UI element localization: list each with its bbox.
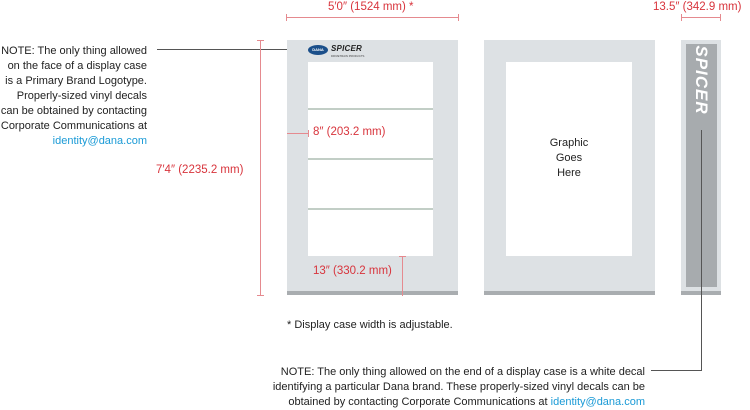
- face-note-line: is a Primary Brand Logotype.: [5, 75, 147, 87]
- graphic-area: [506, 62, 632, 256]
- end-case-brand-decal: SPICER: [692, 45, 711, 115]
- end-note: NOTE: The only thing allowed on the end …: [262, 365, 645, 410]
- end-note-email-link[interactable]: identity@dana.com: [550, 396, 645, 408]
- graphic-line: Here: [557, 167, 581, 179]
- width-footnote: * Display case width is adjustable.: [287, 319, 453, 331]
- width-dimension-tick-left: [286, 14, 287, 21]
- graphic-line: Goes: [555, 152, 583, 164]
- end-note-line: NOTE: The only thing allowed on the end …: [280, 366, 645, 378]
- base-dimension-label: 13″ (330.2 mm): [313, 265, 392, 277]
- shelf-3: [308, 208, 433, 210]
- depth-dimension-line: [681, 17, 721, 18]
- spicer-logo-wordmark: SPICER: [331, 44, 362, 53]
- height-dimension-tick-bottom: [257, 295, 264, 296]
- face-note-line: Properly-sized vinyl decals: [16, 90, 147, 102]
- depth-dimension-tick-right: [720, 14, 721, 21]
- end-note-leader-vertical: [701, 130, 702, 371]
- base-dimension-tick-top: [399, 256, 406, 257]
- shelf-1: [308, 108, 433, 110]
- end-note-line: identifying a particular Dana brand. The…: [272, 381, 645, 393]
- face-note-email-link[interactable]: identity@dana.com: [52, 135, 147, 147]
- spicer-logo: DANA SPICER DRIVETRAIN PRODUCTS: [308, 43, 368, 59]
- shelf-spacing-dimension-line: [287, 133, 308, 134]
- face-note-line: on the face of a display case: [7, 60, 147, 72]
- spicer-logo-tagline: DRIVETRAIN PRODUCTS: [331, 54, 365, 58]
- height-dimension-line: [260, 40, 261, 296]
- shelf-2: [308, 158, 433, 160]
- dana-badge-icon: DANA: [308, 45, 328, 55]
- width-dimension-line: [286, 17, 459, 18]
- face-note-line: NOTE: The only thing allowed: [1, 45, 147, 57]
- face-note-line: can be obtained by contacting: [0, 105, 147, 117]
- front-display-case-base-shadow: [287, 291, 458, 295]
- height-dimension-tick-top: [257, 40, 264, 41]
- width-dimension-tick-right: [458, 14, 459, 21]
- face-note-line: Corporate Communications at: [0, 120, 147, 132]
- shelf-spacing-label: 8″ (203.2 mm): [313, 126, 386, 138]
- face-note: NOTE: The only thing allowed on the face…: [0, 44, 147, 149]
- shelf-spacing-dimension-tick: [308, 130, 309, 137]
- graphic-display-case-base-shadow: [484, 291, 655, 295]
- depth-dimension-tick-left: [681, 14, 682, 21]
- end-note-leader-horizontal: [651, 370, 702, 371]
- end-note-line: obtained by contacting Corporate Communi…: [288, 396, 551, 408]
- base-dimension-line: [402, 256, 403, 296]
- depth-dimension-label: 13.5″ (342.9 mm): [653, 1, 742, 13]
- face-note-leader-line: [157, 49, 305, 50]
- graphic-placeholder-text: Graphic Goes Here: [506, 136, 632, 181]
- graphic-line: Graphic: [549, 137, 589, 149]
- height-dimension-label: 7′4″ (2235.2 mm): [156, 164, 244, 176]
- width-dimension-label: 5′0″ (1524 mm) *: [328, 1, 414, 13]
